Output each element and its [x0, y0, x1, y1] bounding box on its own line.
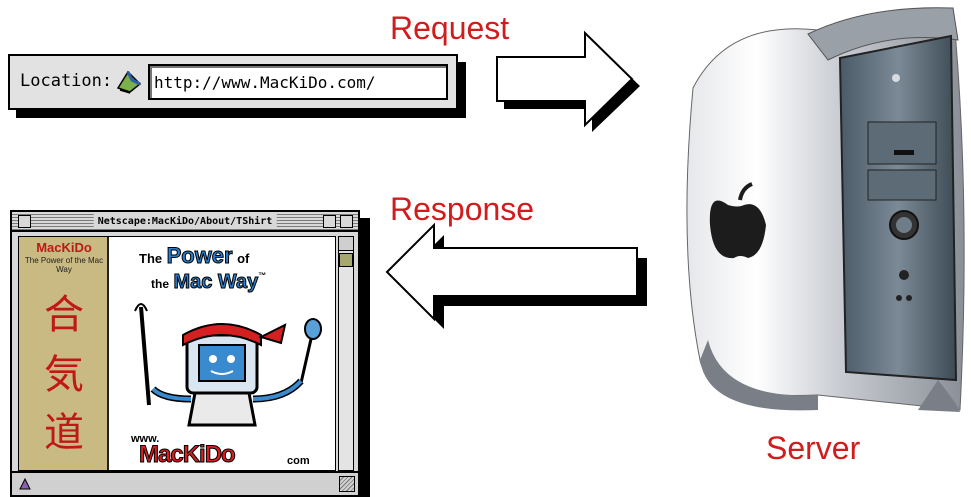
ad-headline-line2: the Mac Way™: [151, 271, 266, 294]
ad-the: The: [139, 251, 163, 266]
mascot-illustration: [134, 303, 322, 427]
close-box-icon[interactable]: [18, 215, 31, 228]
ad-of: of: [237, 251, 250, 266]
security-lock-icon[interactable]: [18, 477, 32, 491]
kanji-do: 道: [44, 410, 84, 456]
zoom-box-icon[interactable]: [323, 215, 336, 228]
title-bar[interactable]: Netscape:MacKiDo/About/TShirt: [12, 212, 358, 232]
server-label: Server: [766, 430, 861, 466]
request-arrow: [496, 30, 640, 132]
ad-mac-way: Mac Way: [173, 271, 259, 294]
window-title: Netscape:MacKiDo/About/TShirt: [93, 214, 277, 229]
ad-power: Power: [166, 243, 233, 268]
bookmark-icon[interactable]: [114, 66, 144, 96]
url-field[interactable]: http://www.MacKiDo.com/: [148, 64, 448, 100]
location-bar: Location: http://www.MacKiDo.com/: [8, 54, 458, 110]
ad-brand-logo: MacKiDo: [139, 441, 237, 469]
page-content: MacKiDo The Power of the Mac Way 合 気 道 T…: [18, 236, 336, 471]
resize-grip-icon[interactable]: [339, 476, 355, 492]
page-sidebar: MacKiDo The Power of the Mac Way 合 気 道: [19, 237, 109, 470]
status-bar: [12, 471, 358, 495]
location-label: Location:: [20, 71, 113, 91]
scroll-thumb[interactable]: [339, 253, 353, 267]
ad-com: com: [287, 455, 310, 467]
scroll-up-arrow-icon[interactable]: [339, 237, 353, 251]
collapse-box-icon[interactable]: [340, 215, 353, 228]
response-label: Response: [390, 191, 535, 227]
request-label: Request: [390, 10, 510, 46]
response-arrow: [385, 222, 647, 329]
vertical-scrollbar[interactable]: [338, 236, 354, 471]
browser-window: Netscape:MacKiDo/About/TShirt MacKiDo Th…: [10, 210, 360, 497]
server-tower-illustration: [686, 7, 965, 412]
sidebar-logo[interactable]: MacKiDo: [36, 240, 92, 255]
ad-www: www.: [131, 433, 160, 445]
ad-the2: the: [151, 277, 169, 291]
ad-trademark: ™: [258, 271, 267, 280]
kanji-ki: 気: [44, 352, 84, 398]
kanji-ai: 合: [44, 292, 84, 338]
sidebar-tagline: The Power of the Mac Way: [24, 256, 104, 274]
ad-headline: The Power of: [139, 243, 250, 268]
